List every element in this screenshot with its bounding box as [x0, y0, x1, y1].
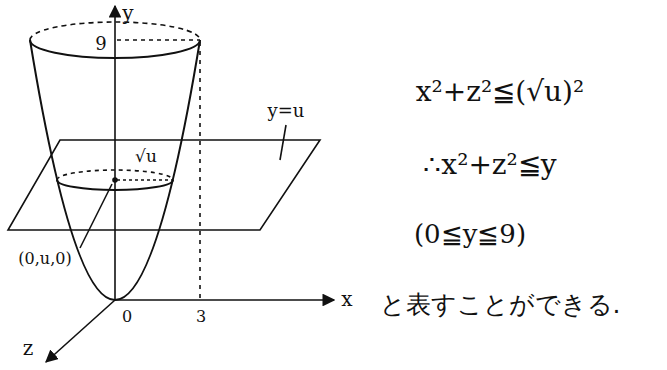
z-axis [46, 300, 115, 362]
axis-label: x [341, 288, 352, 311]
leader-line [80, 184, 112, 248]
radius-line [117, 179, 173, 181]
formula: x²+z²≦(√u)² [416, 76, 584, 108]
tick-label: 3 [196, 308, 206, 326]
leader-line [280, 125, 286, 160]
note-text: と表すことができる. [380, 291, 621, 320]
point-label: (0,u,0) [18, 250, 71, 268]
formula: ∴x²+z²≦y [423, 149, 556, 181]
x-axis [115, 299, 334, 301]
formula: (0≦y≦9) [414, 220, 526, 250]
origin-label: 0 [122, 308, 132, 326]
axis-label: z [23, 337, 34, 360]
radius-label: √u [135, 147, 157, 167]
radius-line [117, 39, 200, 41]
value-label: 9 [95, 34, 106, 55]
y-axis [114, 6, 116, 300]
plane-label: y=u [268, 101, 305, 122]
guide-line [199, 42, 201, 300]
axis-label: y [122, 2, 133, 25]
point [113, 178, 117, 182]
